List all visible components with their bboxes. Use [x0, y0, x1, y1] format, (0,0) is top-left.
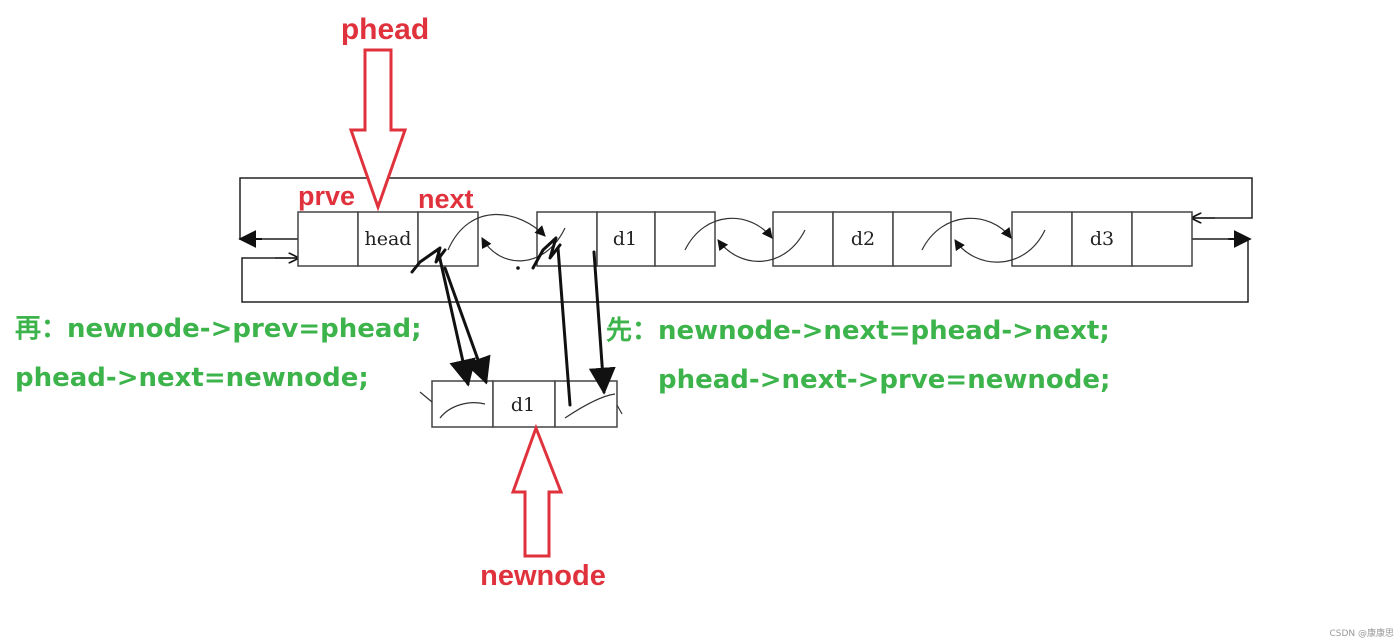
circular-link-frame — [238, 177, 1253, 303]
d3-node-label: d3 — [1090, 228, 1114, 250]
node-link-curves — [447, 213, 1046, 263]
head-node: head — [297, 211, 479, 267]
d3-node: d3 — [1011, 211, 1193, 267]
code-left-line1: 再：newnode->prev=phead; — [15, 314, 421, 344]
phead-pointer-arrow — [348, 48, 408, 212]
code-left-line2: phead->next=newnode; — [15, 363, 369, 393]
d1-node-label: d1 — [613, 228, 637, 250]
newnode-label: newnode — [480, 560, 606, 592]
code-right-line1: 先：newnode->next=phead->next; — [606, 316, 1110, 346]
phead-label: phead — [341, 13, 429, 46]
newnode-pointer-arrow — [510, 423, 564, 558]
d2-node: d2 — [772, 211, 952, 267]
watermark: CSDN @康康思 — [1329, 627, 1394, 639]
head-data-cell — [357, 211, 419, 267]
d1-node: d1 — [536, 211, 716, 267]
new-node-label: d1 — [511, 394, 535, 416]
head-prev-cell — [297, 211, 359, 267]
insertion-arrows — [410, 236, 616, 407]
prve-label: prve — [298, 181, 355, 211]
next-label: next — [418, 184, 474, 214]
code-right-line2: phead->next->prve=newnode; — [658, 365, 1110, 395]
head-node-label: head — [365, 228, 412, 250]
new-node: d1 — [419, 380, 623, 428]
d2-node-label: d2 — [851, 228, 875, 250]
